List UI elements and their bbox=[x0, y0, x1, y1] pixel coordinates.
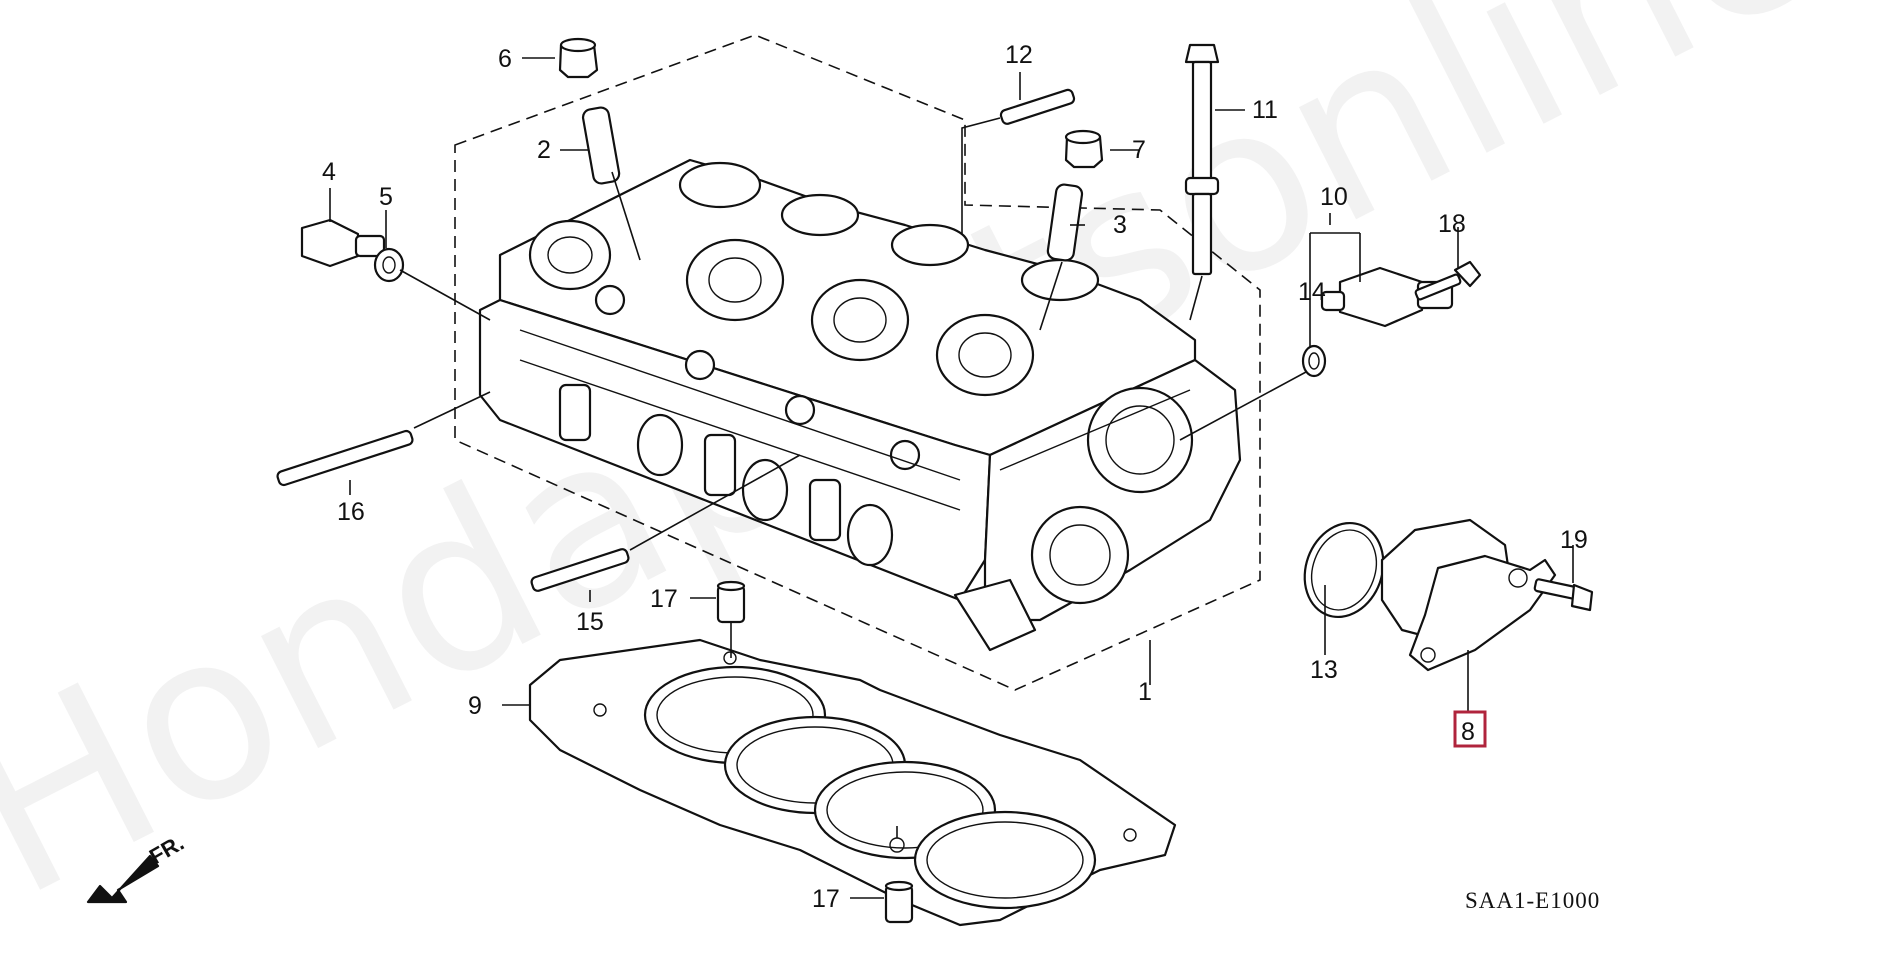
callout-7[interactable]: 7 bbox=[1132, 136, 1146, 164]
callout-13[interactable]: 13 bbox=[1310, 656, 1338, 684]
callout-15[interactable]: 15 bbox=[576, 608, 604, 636]
o-ring-13[interactable] bbox=[1292, 512, 1396, 628]
cylinder-head[interactable] bbox=[478, 158, 1242, 652]
callout-6[interactable]: 6 bbox=[498, 45, 512, 73]
dowel-pin-17-lower[interactable] bbox=[884, 880, 914, 924]
leader-lines bbox=[329, 57, 1574, 899]
cap-6[interactable] bbox=[558, 37, 599, 79]
callout-11[interactable]: 11 bbox=[1252, 96, 1278, 124]
o-ring-14[interactable] bbox=[1179, 344, 1327, 441]
callout-9[interactable]: 9 bbox=[468, 692, 482, 720]
washer-5[interactable] bbox=[373, 247, 491, 321]
callout-8-highlight-box bbox=[1453, 710, 1487, 748]
callout-3[interactable]: 3 bbox=[1113, 211, 1127, 239]
callout-17-upper[interactable]: 17 bbox=[650, 585, 678, 613]
callout-5[interactable]: 5 bbox=[379, 183, 393, 211]
head-gasket[interactable] bbox=[528, 638, 1177, 927]
callout-19[interactable]: 19 bbox=[1560, 526, 1588, 554]
thermostat-housing[interactable] bbox=[1380, 518, 1557, 672]
callout-2[interactable]: 2 bbox=[537, 136, 551, 164]
cap-7[interactable] bbox=[1064, 129, 1104, 169]
callout-18[interactable]: 18 bbox=[1438, 210, 1466, 238]
callout-16[interactable]: 16 bbox=[337, 498, 365, 526]
callout-14[interactable]: 14 bbox=[1298, 278, 1326, 306]
stud-12[interactable] bbox=[961, 88, 1076, 235]
plug-bolt-4[interactable] bbox=[300, 218, 386, 268]
bolt-19[interactable] bbox=[1533, 578, 1594, 612]
stud-15[interactable] bbox=[530, 454, 801, 592]
callout-17-lower[interactable]: 17 bbox=[812, 885, 840, 913]
callout-12[interactable]: 12 bbox=[1005, 41, 1033, 69]
callout-1[interactable]: 1 bbox=[1138, 678, 1152, 706]
callout-8[interactable]: 8 bbox=[1461, 718, 1475, 746]
valve-guide-2[interactable] bbox=[581, 106, 641, 261]
bolt-18[interactable] bbox=[1414, 260, 1482, 301]
stud-16[interactable] bbox=[276, 391, 491, 487]
callout-4[interactable]: 4 bbox=[322, 158, 336, 186]
callouts: 1 2 3 4 5 6 7 8 9 10 11 12 13 14 15 16 1… bbox=[322, 41, 1588, 913]
diagram-code: SAA1-E1000 bbox=[1465, 888, 1600, 913]
callout-10[interactable]: 10 bbox=[1320, 183, 1348, 211]
head-bolt-11[interactable] bbox=[1184, 43, 1220, 321]
dowel-pin-17-upper[interactable] bbox=[716, 580, 746, 624]
